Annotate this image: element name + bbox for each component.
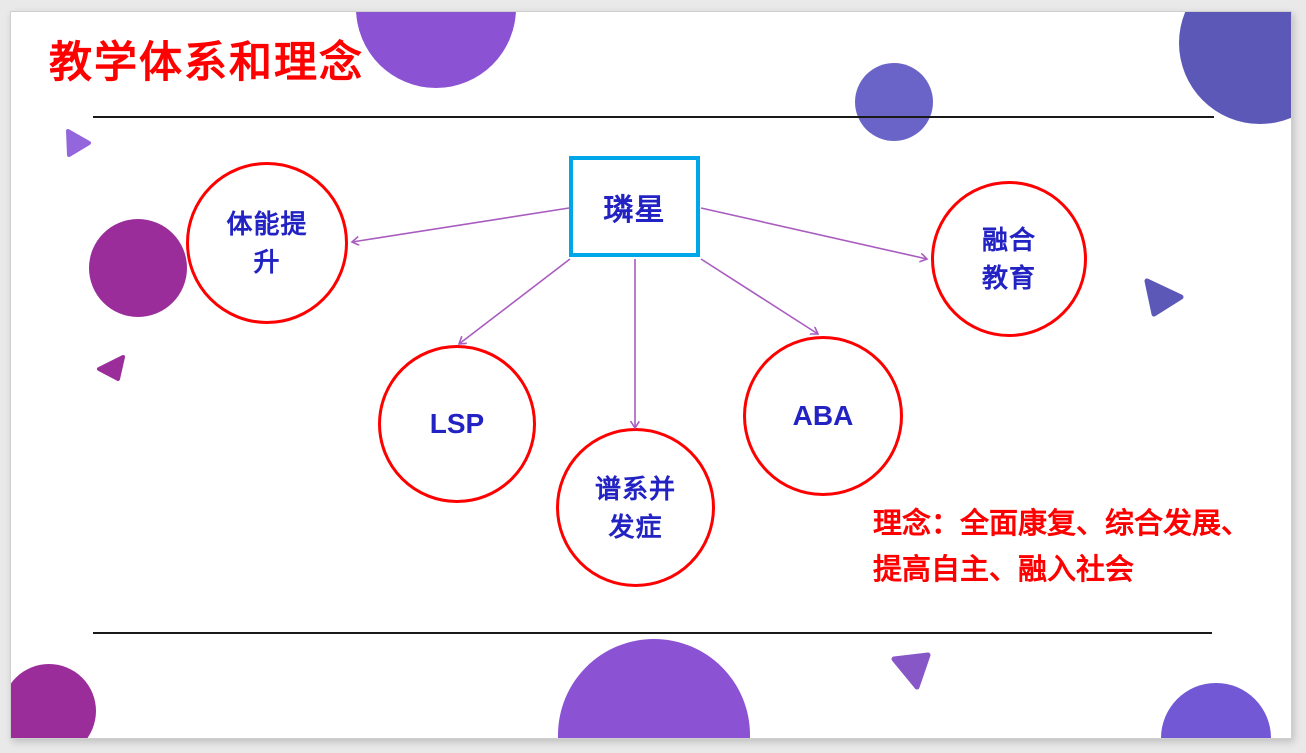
node-label: 体能提 [226,209,308,239]
connector-layer [11,207,1291,738]
deco-triangle-left-lower [97,355,125,381]
node-label: 教育 [981,263,1036,293]
page-title: 教学体系和理念 [49,39,364,87]
node-spectrum-complications: 谱系并 发症 [556,428,715,587]
deco-triangle-right-middle [1144,278,1184,317]
arrow-to-aba [700,258,818,334]
node-label: LSP [429,408,485,439]
slide-canvas: 教学体系和理念 璘星 体能提 升 LSP 谱系并 发症 ABA 融合 教育 理念… [10,11,1292,739]
arrow-to-physical-improvement [352,207,570,242]
node-label: 谱系并 [594,473,676,504]
deco-circle-top-right-corner [1179,12,1291,124]
deco-circle-bottom-right [1161,683,1271,738]
philosophy-line-2: 提高自主、融入社会 [873,554,1135,586]
node-lsp: LSP [378,345,536,503]
arrow-to-lsp [459,258,571,344]
deco-circle-left [89,219,187,317]
deco-circle-top-right-small [855,63,933,141]
node-physical-improvement: 体能提 升 [186,162,348,324]
philosophy-line-1: 理念：全面康复、综合发展、 [873,508,1251,540]
center-box-label: 璘星 [603,193,666,227]
node-label: ABA [792,400,854,431]
node-aba: ABA [743,336,903,496]
node-label: 融合 [981,225,1036,255]
footer-divider-line [93,632,1212,634]
title-divider-line [93,116,1214,118]
deco-circle-top-center [356,12,516,88]
node-label: 升 [253,247,281,277]
node-inclusive-education: 融合 教育 [931,181,1087,337]
deco-triangle-bottom [891,652,931,690]
deco-circle-bottom-center [558,639,750,738]
arrow-to-inclusive-education [700,207,927,259]
center-box-linxing: 璘星 [569,156,700,257]
node-label: 发症 [608,511,663,542]
deco-circle-bottom-left [11,664,96,738]
deco-triangle-left-top [66,129,91,157]
decoration-layer [11,12,1291,738]
philosophy-text: 理念：全面康复、综合发展、 提高自主、融入社会 [873,501,1283,593]
